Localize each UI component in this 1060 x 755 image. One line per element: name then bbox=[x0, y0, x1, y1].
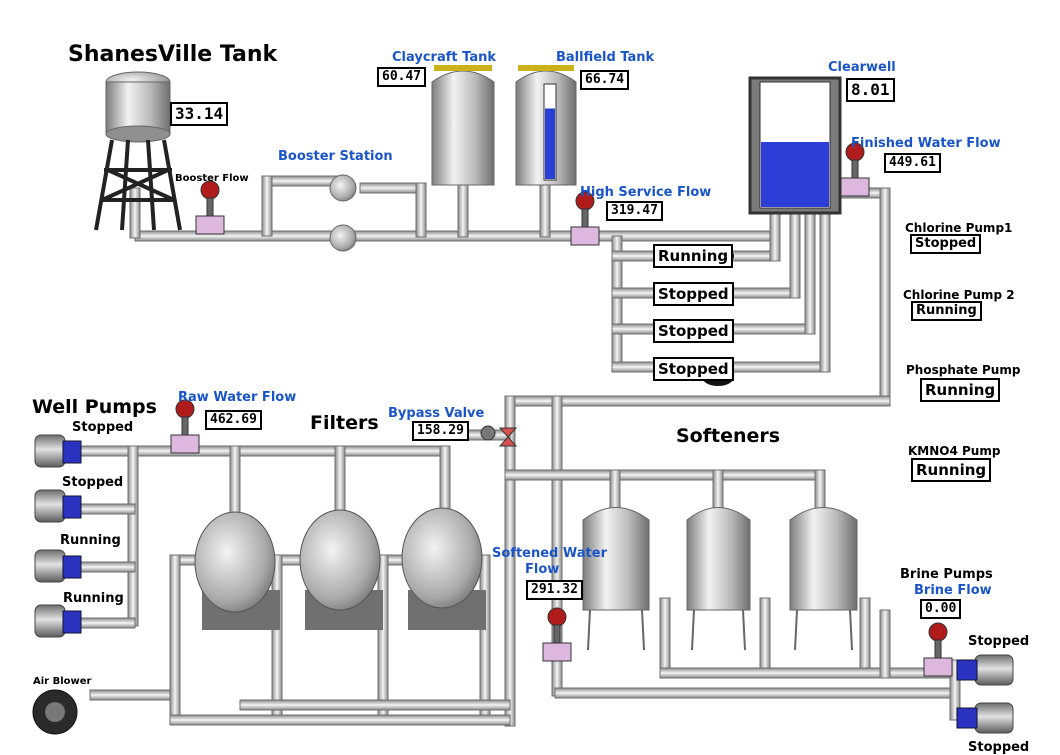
brine-flow-value: 0.00 bbox=[920, 599, 962, 619]
booster-station-label[interactable]: Booster Station bbox=[278, 149, 393, 164]
finished-water-value: 449.61 bbox=[884, 153, 941, 173]
booster-flow-label: Booster Flow bbox=[175, 173, 249, 184]
claycraft-level: 60.47 bbox=[377, 67, 427, 87]
clearwell-level-bar bbox=[761, 142, 829, 207]
claycraft-title[interactable]: Claycraft Tank bbox=[392, 50, 496, 65]
chlorine-pump-2-name: Chlorine Pump 2 bbox=[903, 288, 1015, 302]
raw-water-label[interactable]: Raw Water Flow bbox=[178, 390, 297, 405]
air-blower-icon bbox=[32, 689, 78, 735]
hs-pump-4-status[interactable]: Stopped bbox=[653, 357, 734, 381]
softeners-title: Softeners bbox=[676, 425, 781, 447]
pipe-network bbox=[59, 175, 961, 727]
kmno4-pump-status[interactable]: Running bbox=[911, 458, 992, 482]
phosphate-pump-status[interactable]: Running bbox=[920, 378, 1001, 402]
hs-pump-3-status[interactable]: Stopped bbox=[653, 319, 734, 343]
brine-flow-label[interactable]: Brine Flow bbox=[914, 583, 992, 598]
ballfield-level: 66.74 bbox=[580, 70, 630, 90]
well-pump-2-status[interactable]: Stopped bbox=[62, 475, 124, 490]
hs-pump-1-status[interactable]: Running bbox=[653, 244, 734, 268]
shanesville-title: ShanesVille Tank bbox=[68, 42, 278, 67]
hs-pump-2-status[interactable]: Stopped bbox=[653, 282, 734, 306]
well-pump-4-status[interactable]: Running bbox=[63, 591, 124, 606]
bypass-valve-label[interactable]: Bypass Valve bbox=[388, 406, 485, 421]
well-pump-motors bbox=[34, 434, 82, 638]
brine-pump-motors bbox=[956, 654, 1014, 734]
claycraft-tank bbox=[431, 65, 495, 186]
high-service-label[interactable]: High Service Flow bbox=[580, 185, 712, 200]
phosphate-pump-name: Phosphate Pump bbox=[906, 363, 1021, 377]
well-pump-3-status[interactable]: Running bbox=[60, 533, 121, 548]
raw-water-value: 462.69 bbox=[205, 410, 262, 430]
clearwell-level: 8.01 bbox=[846, 78, 895, 102]
ballfield-level-bar bbox=[545, 108, 555, 179]
well-pumps-title: Well Pumps bbox=[32, 396, 157, 418]
filters-title: Filters bbox=[310, 412, 379, 434]
chlorine-pump-1-status[interactable]: Stopped bbox=[910, 234, 982, 254]
softened-water-label-2[interactable]: Flow bbox=[525, 562, 560, 577]
brine-pump-2-status[interactable]: Stopped bbox=[968, 740, 1030, 755]
finished-water-label[interactable]: Finished Water Flow bbox=[851, 136, 1001, 151]
flowmeters bbox=[170, 142, 953, 677]
bypass-valve-icon bbox=[480, 425, 518, 447]
well-pump-1-status[interactable]: Stopped bbox=[72, 420, 134, 435]
bypass-valve-value: 158.29 bbox=[412, 421, 469, 441]
chlorine-pump-2-status[interactable]: Running bbox=[911, 301, 982, 321]
brine-pumps-title: Brine Pumps bbox=[900, 567, 993, 582]
softened-water-label-1[interactable]: Softened Water bbox=[492, 546, 607, 561]
brine-pump-1-status[interactable]: Stopped bbox=[968, 634, 1030, 649]
clearwell-tank bbox=[748, 76, 842, 215]
booster-pumps bbox=[329, 174, 357, 252]
shanesville-level: 33.14 bbox=[170, 102, 229, 126]
ballfield-title[interactable]: Ballfield Tank bbox=[556, 50, 655, 65]
shanesville-tower bbox=[94, 71, 182, 231]
high-service-value: 319.47 bbox=[606, 201, 663, 221]
softened-water-value: 291.32 bbox=[526, 580, 583, 600]
filter-vessels bbox=[194, 507, 486, 630]
kmno4-pump-name: KMNO4 Pump bbox=[908, 444, 1001, 458]
softener-vessels bbox=[582, 507, 858, 651]
chlorine-pump-1-name: Chlorine Pump1 bbox=[905, 221, 1013, 235]
air-blower-label: Air Blower bbox=[33, 676, 92, 687]
clearwell-title[interactable]: Clearwell bbox=[828, 60, 896, 75]
ballfield-tank bbox=[515, 65, 577, 186]
